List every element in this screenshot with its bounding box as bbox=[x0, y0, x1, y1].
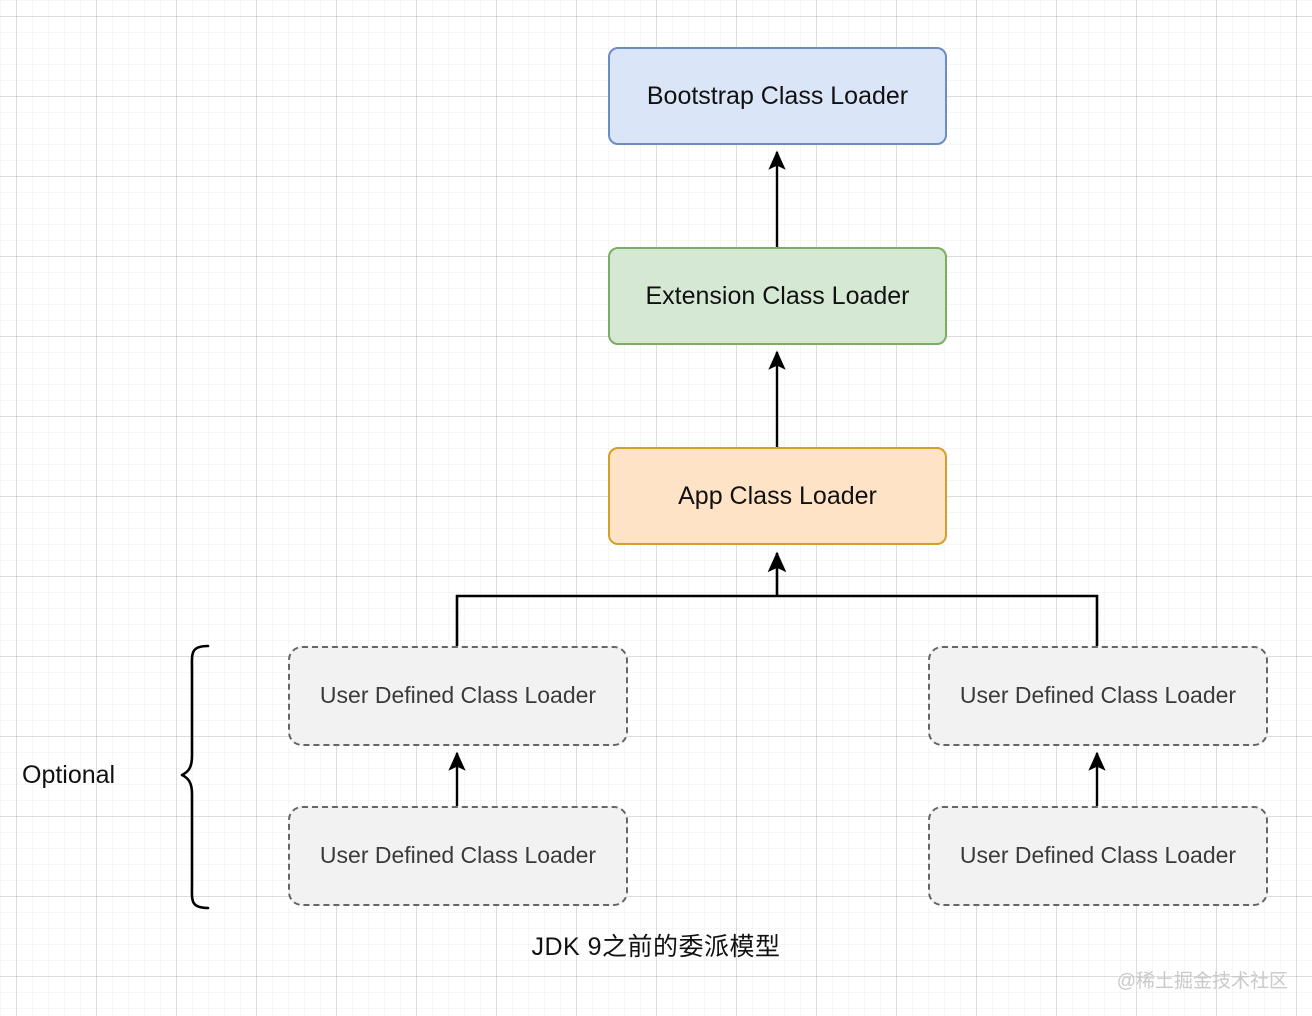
optional-group-label: Optional bbox=[22, 761, 116, 789]
node-user-defined-class-loader-right-bottom[interactable]: User Defined Class Loader bbox=[928, 806, 1268, 906]
node-label: User Defined Class Loader bbox=[959, 682, 1237, 709]
node-label: Bootstrap Class Loader bbox=[646, 82, 909, 110]
node-extension-class-loader[interactable]: Extension Class Loader bbox=[608, 247, 947, 345]
edge-udcl-branch-to-app bbox=[455, 594, 1099, 646]
node-label: App Class Loader bbox=[678, 482, 877, 510]
node-user-defined-class-loader-left-bottom[interactable]: User Defined Class Loader bbox=[288, 806, 628, 906]
node-user-defined-class-loader-left-top[interactable]: User Defined Class Loader bbox=[288, 646, 628, 746]
node-bootstrap-class-loader[interactable]: Bootstrap Class Loader bbox=[608, 47, 947, 145]
node-label: User Defined Class Loader bbox=[319, 842, 597, 869]
node-label: User Defined Class Loader bbox=[319, 682, 597, 709]
node-app-class-loader[interactable]: App Class Loader bbox=[608, 447, 947, 545]
watermark: @稀土掘金技术社区 bbox=[1116, 971, 1288, 992]
node-label: Extension Class Loader bbox=[645, 282, 910, 310]
node-label: User Defined Class Loader bbox=[959, 842, 1237, 869]
diagram-caption: JDK 9之前的委派模型 bbox=[531, 933, 781, 961]
optional-brace bbox=[180, 644, 210, 910]
node-user-defined-class-loader-right-top[interactable]: User Defined Class Loader bbox=[928, 646, 1268, 746]
